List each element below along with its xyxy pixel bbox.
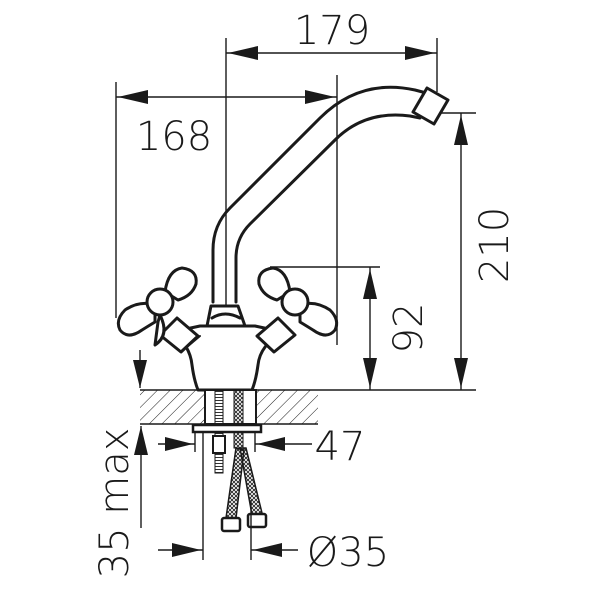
arrow-left-icon bbox=[257, 437, 285, 451]
dimension-mount-plate: 47 bbox=[158, 424, 365, 470]
aerator bbox=[411, 86, 450, 126]
arrow-down-icon bbox=[363, 358, 377, 388]
arrow-left-icon bbox=[118, 90, 148, 104]
dimension-label-168: 168 bbox=[136, 114, 212, 160]
dimension-overall-width: 168 bbox=[115, 75, 338, 345]
arrow-down-icon bbox=[454, 358, 468, 388]
dimension-label-35-max: 35 max bbox=[92, 428, 138, 579]
dimension-handle-height: 92 bbox=[270, 266, 432, 390]
countertop-section bbox=[140, 390, 318, 425]
dimension-overall-height: 210 bbox=[440, 112, 518, 390]
dimension-label-diameter-35: Ø35 bbox=[307, 530, 389, 576]
dimension-spout-reach: 179 bbox=[225, 8, 438, 395]
arrow-up-icon bbox=[363, 269, 377, 299]
nut bbox=[212, 435, 226, 454]
arrow-left-icon bbox=[253, 543, 282, 557]
arrow-right-icon bbox=[165, 437, 193, 451]
mounting-assembly bbox=[191, 389, 268, 533]
spout-collar bbox=[205, 304, 247, 328]
left-cross-handle[interactable] bbox=[116, 266, 201, 354]
arrow-up-icon bbox=[134, 426, 148, 455]
dimension-label-47: 47 bbox=[315, 424, 366, 470]
arrow-right-icon bbox=[405, 46, 435, 60]
arrow-down-icon bbox=[133, 360, 147, 388]
dimension-label-92: 92 bbox=[386, 303, 432, 354]
dimension-hole-diameter: Ø35 bbox=[158, 432, 389, 576]
hose-fitting-right bbox=[246, 512, 268, 529]
arrow-right-icon bbox=[305, 90, 335, 104]
dimension-label-210: 210 bbox=[472, 207, 518, 283]
mounting-plate bbox=[191, 423, 263, 434]
right-cross-handle[interactable] bbox=[255, 266, 339, 354]
arrow-right-icon bbox=[172, 543, 201, 557]
arrow-up-icon bbox=[454, 115, 468, 145]
dimension-countertop-thickness: 35 max bbox=[92, 350, 148, 578]
hose-fitting-left bbox=[220, 516, 242, 533]
dimension-label-179: 179 bbox=[294, 8, 370, 54]
arrow-left-icon bbox=[228, 46, 258, 60]
spout bbox=[211, 85, 450, 304]
